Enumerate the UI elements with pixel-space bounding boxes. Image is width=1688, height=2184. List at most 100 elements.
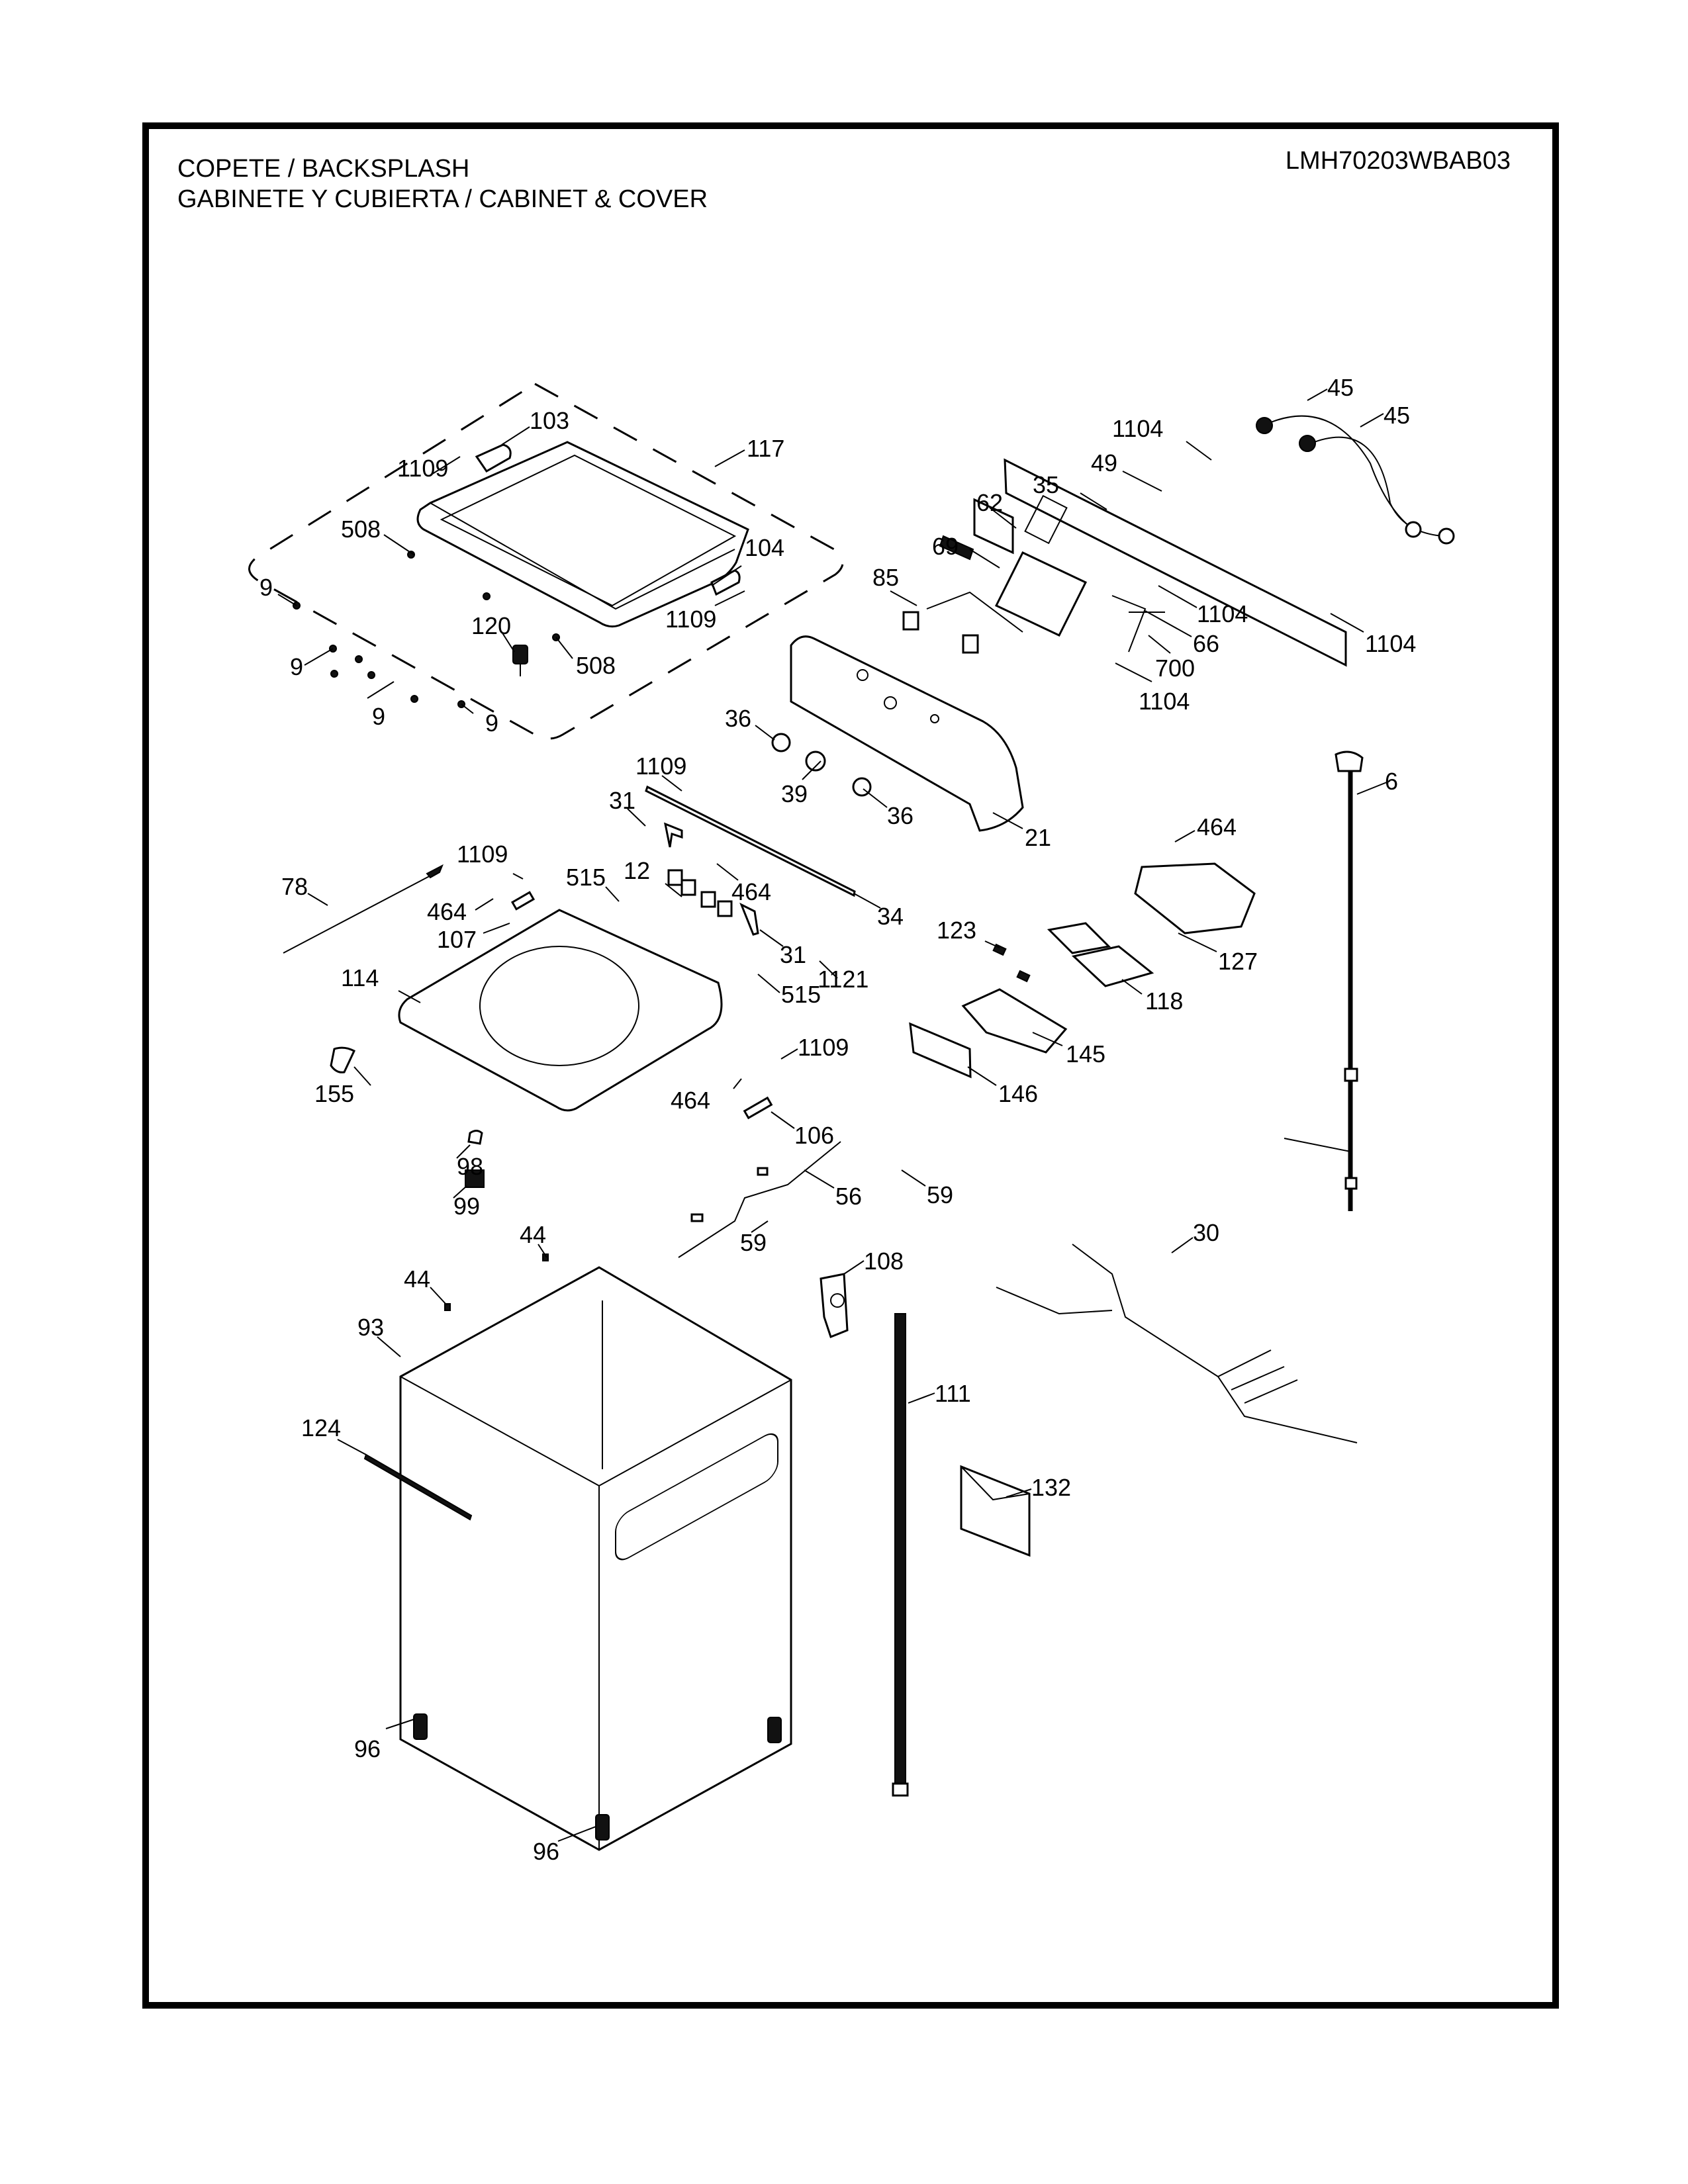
- harness-78-part[interactable]: [283, 864, 444, 954]
- lid-switch-part[interactable]: [512, 645, 528, 676]
- callout-127[interactable]: 127: [1218, 948, 1258, 975]
- callout-464[interactable]: 464: [427, 898, 467, 925]
- callout-66[interactable]: 66: [1193, 630, 1219, 657]
- callout-96[interactable]: 96: [354, 1735, 381, 1762]
- callout-39[interactable]: 39: [781, 780, 808, 807]
- callout-118[interactable]: 118: [1145, 987, 1183, 1015]
- callout-123[interactable]: 123: [937, 917, 976, 944]
- callout-464[interactable]: 464: [671, 1087, 710, 1114]
- dispenser-drawer-part[interactable]: [961, 988, 1068, 1054]
- callout-9[interactable]: 9: [259, 574, 273, 601]
- cabinet-part[interactable]: [399, 1266, 792, 1851]
- callout-9[interactable]: 9: [372, 703, 385, 730]
- rail-124-part[interactable]: [363, 1453, 473, 1521]
- connector-99-part[interactable]: [465, 1169, 485, 1188]
- display-window-part[interactable]: [973, 498, 1014, 555]
- callout-45[interactable]: 45: [1327, 374, 1354, 401]
- bracket-31-parts[interactable]: [663, 822, 759, 936]
- callout-120[interactable]: 120: [471, 612, 511, 639]
- callout-464[interactable]: 464: [1197, 813, 1237, 841]
- dispenser-housing-part[interactable]: [1134, 862, 1256, 934]
- callout-107[interactable]: 107: [437, 926, 477, 953]
- callout-31[interactable]: 31: [780, 941, 806, 968]
- drain-bracket-part[interactable]: [820, 1273, 849, 1338]
- lock-assembly-part[interactable]: [743, 1096, 773, 1120]
- callout-1104[interactable]: 1104: [1112, 415, 1163, 442]
- callout-59[interactable]: 59: [927, 1181, 953, 1208]
- callout-155[interactable]: 155: [314, 1080, 354, 1107]
- leveling-legs-part[interactable]: [413, 1713, 782, 1841]
- backsplash-part[interactable]: [790, 635, 1024, 832]
- callout-31[interactable]: 31: [609, 787, 635, 814]
- callout-6[interactable]: 6: [1385, 768, 1398, 795]
- callout-21[interactable]: 21: [1025, 824, 1051, 851]
- callout-93[interactable]: 93: [357, 1314, 384, 1341]
- drain-hose-part[interactable]: [892, 1313, 909, 1797]
- callout-59[interactable]: 59: [740, 1229, 767, 1256]
- trim-strip-part[interactable]: [645, 785, 856, 897]
- callout-103[interactable]: 103: [530, 407, 569, 434]
- callout-99[interactable]: 99: [453, 1193, 480, 1220]
- callout-12[interactable]: 12: [624, 857, 650, 884]
- callout-508[interactable]: 508: [341, 516, 381, 543]
- callout-85[interactable]: 85: [872, 564, 899, 591]
- cover-cap-part[interactable]: [467, 1130, 483, 1145]
- callout-114[interactable]: 114: [341, 964, 379, 991]
- callout-1104[interactable]: 1104: [1197, 600, 1248, 627]
- callout-117[interactable]: 117: [747, 435, 784, 462]
- rear-panel-part[interactable]: [1004, 458, 1347, 667]
- callout-146[interactable]: 146: [998, 1080, 1038, 1107]
- callout-36[interactable]: 36: [887, 802, 914, 829]
- callout-515[interactable]: 515: [781, 981, 821, 1008]
- callout-96[interactable]: 96: [533, 1838, 559, 1865]
- callout-1121[interactable]: 1121: [818, 966, 868, 993]
- handle-155-part[interactable]: [330, 1046, 355, 1073]
- callout-44[interactable]: 44: [520, 1221, 546, 1248]
- callout-45[interactable]: 45: [1383, 402, 1410, 429]
- callout-30[interactable]: 30: [1193, 1219, 1219, 1246]
- harness-85-part[interactable]: [902, 591, 1023, 654]
- callout-78[interactable]: 78: [281, 873, 308, 900]
- power-cord-part[interactable]: [1284, 751, 1364, 1211]
- manual-envelope-part[interactable]: [960, 1465, 1031, 1557]
- water-valve-part[interactable]: [667, 869, 733, 917]
- top-cover-part[interactable]: [398, 909, 723, 1112]
- callout-104[interactable]: 104: [745, 534, 784, 561]
- callout-98[interactable]: 98: [457, 1153, 483, 1180]
- siphon-caps-part[interactable]: [992, 943, 1031, 983]
- callout-1109[interactable]: 1109: [635, 752, 686, 780]
- callout-49[interactable]: 49: [1091, 449, 1117, 477]
- callout-35[interactable]: 35: [1033, 471, 1059, 498]
- drawer-front-part[interactable]: [909, 1022, 972, 1079]
- inlet-hoses-part[interactable]: [1256, 415, 1455, 545]
- callout-106[interactable]: 106: [794, 1122, 834, 1149]
- clips-59-part[interactable]: [690, 1167, 769, 1222]
- callout-34[interactable]: 34: [877, 903, 904, 930]
- callout-515[interactable]: 515: [566, 864, 606, 891]
- callout-36[interactable]: 36: [725, 705, 751, 732]
- dispenser-insert-part[interactable]: [1047, 922, 1154, 987]
- callout-62[interactable]: 62: [976, 489, 1003, 516]
- lid-part[interactable]: [416, 441, 749, 628]
- callout-108[interactable]: 108: [864, 1248, 904, 1275]
- callout-44[interactable]: 44: [404, 1265, 430, 1293]
- switch-assembly-part[interactable]: [939, 535, 974, 561]
- callout-9[interactable]: 9: [485, 709, 498, 737]
- callout-9[interactable]: 9: [290, 653, 303, 680]
- callout-1109[interactable]: 1109: [665, 606, 716, 633]
- callout-145[interactable]: 145: [1066, 1040, 1105, 1068]
- callout-508[interactable]: 508: [576, 652, 616, 679]
- callout-124[interactable]: 124: [301, 1414, 341, 1441]
- callout-464[interactable]: 464: [731, 878, 771, 905]
- hinge-left-part[interactable]: [475, 443, 512, 473]
- callout-1109[interactable]: 1109: [798, 1034, 849, 1061]
- callout-69[interactable]: 69: [932, 533, 959, 560]
- callout-56[interactable]: 56: [835, 1183, 862, 1210]
- callout-132[interactable]: 132: [1031, 1474, 1071, 1501]
- control-board-part[interactable]: [994, 551, 1088, 637]
- callout-1109[interactable]: 1109: [457, 841, 508, 868]
- callout-1104[interactable]: 1104: [1139, 688, 1190, 715]
- main-harness-part[interactable]: [996, 1244, 1358, 1443]
- wire-harness-66-part[interactable]: [1111, 595, 1165, 653]
- callout-1104[interactable]: 1104: [1365, 630, 1416, 657]
